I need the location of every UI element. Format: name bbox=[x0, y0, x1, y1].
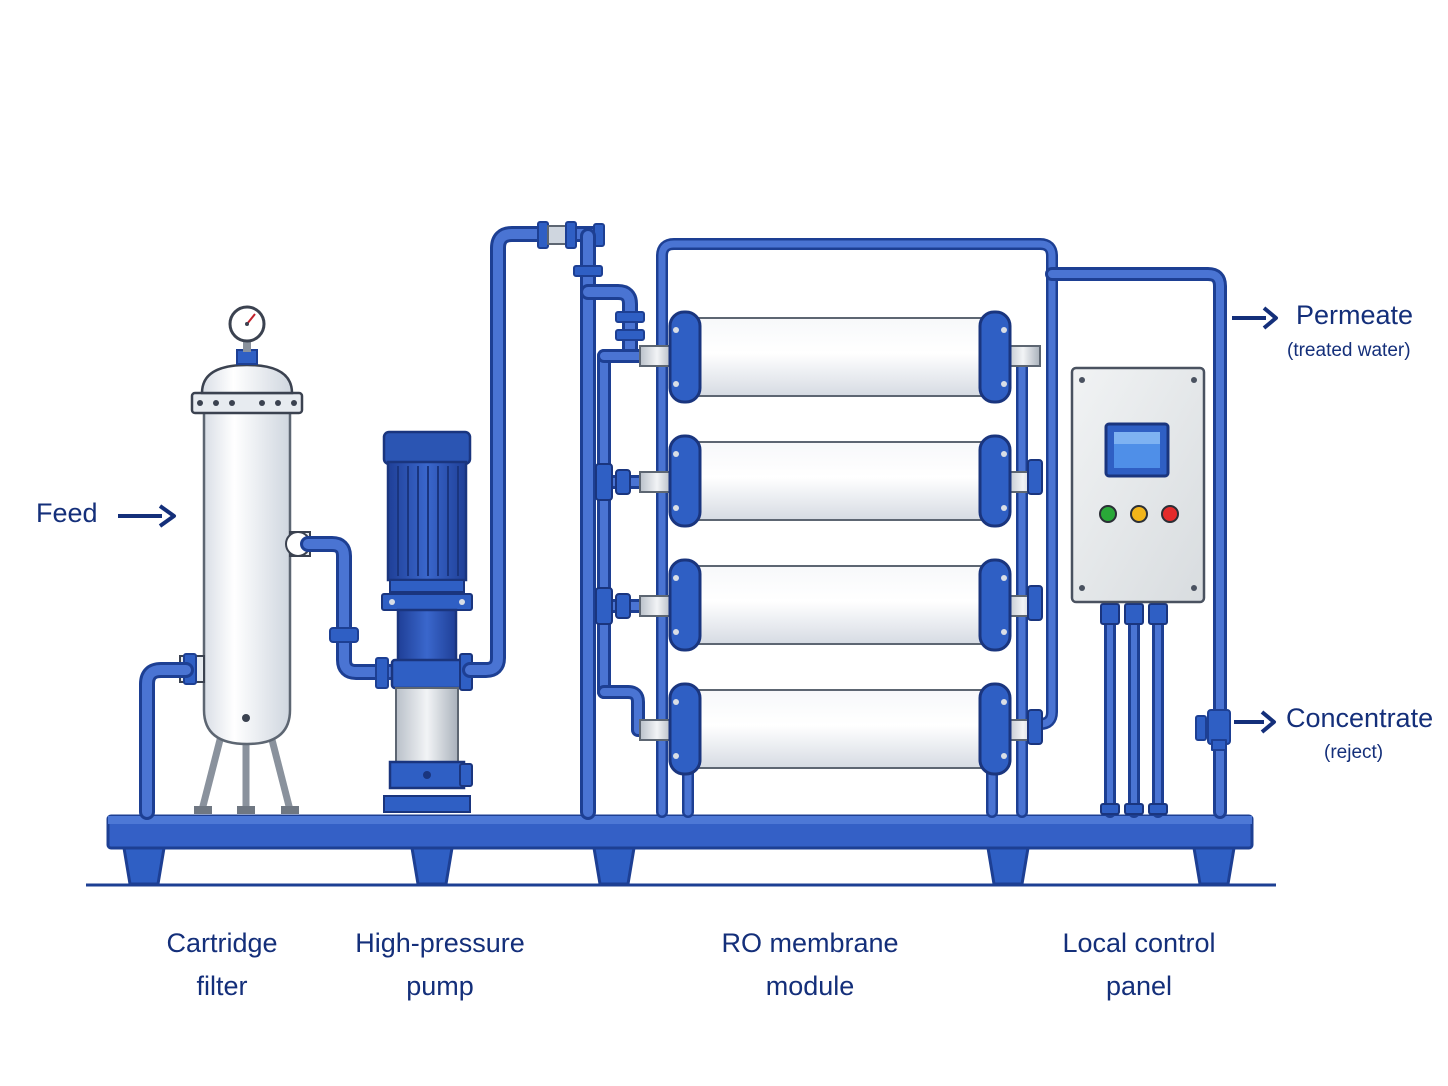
label-line: High-pressure bbox=[355, 928, 525, 958]
concentrate-arrow-icon bbox=[1234, 710, 1276, 734]
pressure-gauge-icon bbox=[228, 305, 266, 352]
cartridge-filter bbox=[179, 305, 311, 814]
label-line: panel bbox=[1105, 971, 1173, 1001]
label-line: RO membrane bbox=[721, 928, 899, 958]
ro-membrane-module bbox=[595, 310, 1043, 776]
high-pressure-pump-label: High-pressure pump bbox=[320, 922, 560, 1008]
concentrate-sublabel: (reject) bbox=[1324, 742, 1384, 763]
local-control-panel bbox=[1070, 366, 1206, 818]
feed-header bbox=[573, 228, 657, 820]
label-line: filter bbox=[196, 971, 248, 1001]
permeate-label: Permeate bbox=[1296, 300, 1414, 330]
local-control-panel-label: Local control panel bbox=[1019, 922, 1259, 1008]
feed-pipe bbox=[139, 662, 194, 820]
membrane-vessel bbox=[639, 310, 1041, 404]
concentrate-label: Concentrate bbox=[1286, 703, 1434, 733]
label-line: module bbox=[765, 971, 855, 1001]
membrane-vessel bbox=[639, 682, 1041, 776]
skid-base bbox=[86, 814, 1276, 887]
cartridge-filter-label: Cartridge filter bbox=[102, 922, 342, 1008]
membrane-vessel bbox=[639, 558, 1041, 652]
permeate-arrow-icon bbox=[1232, 306, 1278, 330]
feed-arrow-icon bbox=[118, 504, 176, 528]
feed-label: Feed bbox=[36, 498, 98, 528]
label-line: Cartridge bbox=[166, 928, 278, 958]
label-line: Local control bbox=[1062, 928, 1216, 958]
membrane-vessel bbox=[639, 434, 1041, 528]
filter-to-pump-pipe bbox=[300, 536, 400, 689]
pump-discharge-pipe bbox=[462, 221, 605, 678]
permeate-outlet-pipe bbox=[1045, 267, 1231, 819]
label-line: pump bbox=[406, 971, 474, 1001]
high-pressure-pump bbox=[381, 430, 473, 813]
ro-membrane-module-label: RO membrane module bbox=[690, 922, 930, 1008]
permeate-sublabel: (treated water) bbox=[1287, 340, 1411, 361]
